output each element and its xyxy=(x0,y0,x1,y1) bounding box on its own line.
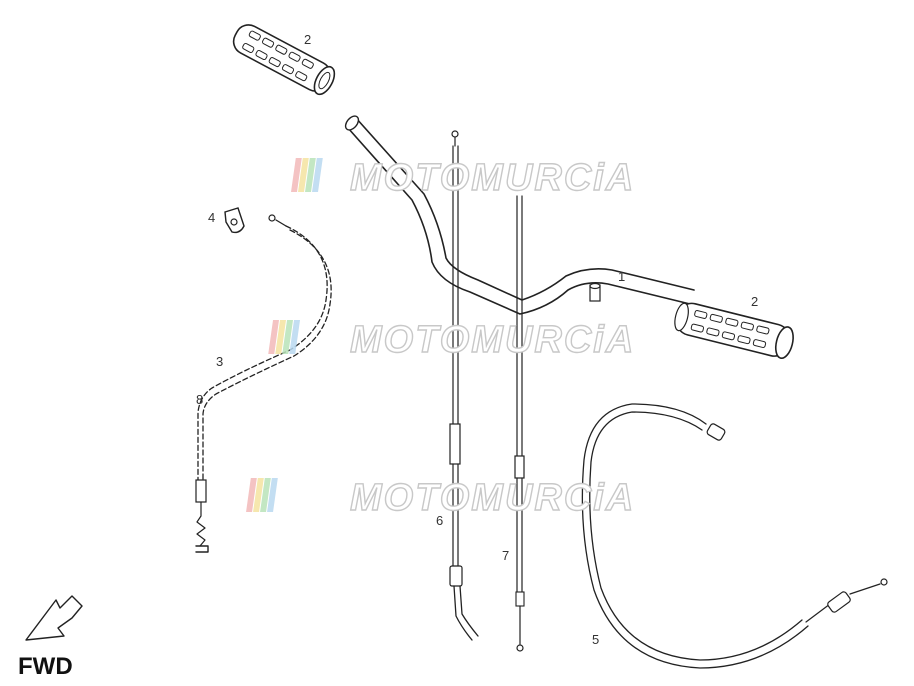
cable-part-7[interactable] xyxy=(514,195,525,652)
callout-1: 1 xyxy=(618,269,625,284)
watermark-stripe xyxy=(267,478,278,512)
fwd-indicator: FWD xyxy=(18,595,83,680)
watermark-stripe xyxy=(246,478,257,512)
watermark-stripe xyxy=(291,158,302,192)
watermark-stripe xyxy=(289,320,301,354)
callout-3: 3 xyxy=(216,354,223,369)
callout-2-right: 2 xyxy=(751,294,758,309)
callout-6: 6 xyxy=(436,513,443,528)
callout-8: 8 xyxy=(196,392,203,407)
grip-top-part-2[interactable] xyxy=(229,20,338,97)
watermark-text: MOTOMURCiA xyxy=(350,157,635,199)
watermark-logo: MOTOMURCiA xyxy=(268,318,635,362)
handlebar-part-1[interactable] xyxy=(343,114,695,315)
watermark-stripe xyxy=(312,158,323,192)
fwd-label: FWD xyxy=(18,653,73,680)
watermark-logo: MOTOMURCiA xyxy=(246,476,635,520)
watermark-stripe xyxy=(253,478,264,512)
watermark-stripe xyxy=(275,320,287,354)
watermark-stripe xyxy=(305,158,316,192)
watermark-text: MOTOMURCiA xyxy=(350,477,635,519)
grip-right-part-2[interactable] xyxy=(672,300,796,360)
watermark-stripe xyxy=(260,478,271,512)
cable-part-6[interactable] xyxy=(449,130,479,641)
watermark-stripe xyxy=(268,320,280,354)
callout-2-top: 2 xyxy=(304,32,311,47)
clip-part-4[interactable] xyxy=(224,207,245,234)
watermark-stripe xyxy=(282,320,294,354)
watermark-text: MOTOMURCiA xyxy=(350,319,635,361)
callout-4: 4 xyxy=(208,210,215,225)
watermark-stripe xyxy=(298,158,309,192)
watermark-layer: MOTOMURCiA MOTOMURCiA MOTOMURCiA xyxy=(246,156,635,520)
callout-7: 7 xyxy=(502,548,509,563)
arrow-forward-icon xyxy=(25,595,83,641)
cable-part-5[interactable] xyxy=(581,403,888,669)
callout-5: 5 xyxy=(592,632,599,647)
watermark-logo: MOTOMURCiA xyxy=(291,156,635,200)
